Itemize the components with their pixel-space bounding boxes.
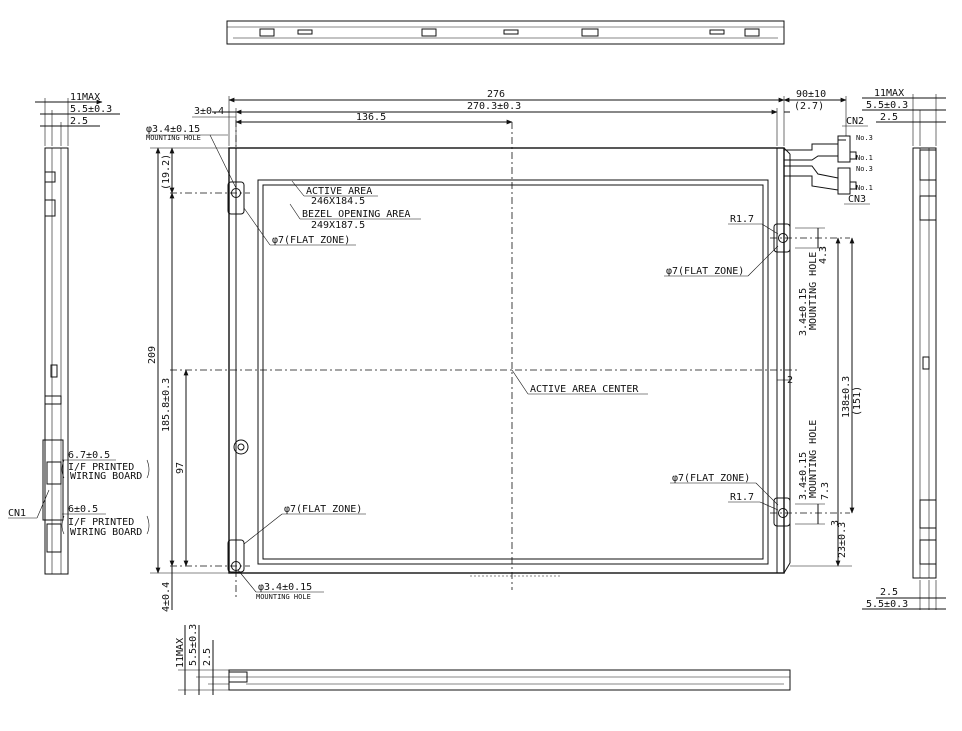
bezel-area-label: BEZEL OPENING AREA: [302, 209, 410, 220]
cn2-label: CN2: [846, 116, 864, 127]
dim-90-10: 90±10: [796, 89, 826, 100]
r-1-7-top: R1.7: [730, 214, 754, 225]
dim-2: 2: [787, 375, 793, 386]
right-hole-top-label: MOUNTING HOLE: [808, 252, 819, 330]
flat-zone-tr: φ7(FLAT ZONE): [666, 266, 744, 277]
hole-tl-label: MOUNTING HOLE: [146, 134, 201, 142]
dim-19-2: (19.2): [161, 154, 172, 190]
flat-zone-bl: φ7(FLAT ZONE): [284, 504, 362, 515]
dim-11max-left: 11MAX: [70, 92, 100, 103]
dim-5-5-bottom: 5.5±0.3: [188, 624, 199, 666]
dim-5-5-right: 5.5±0.3: [866, 100, 908, 111]
cn3-label: CN3: [848, 194, 866, 205]
flat-zone-br: φ7(FLAT ZONE): [672, 473, 750, 484]
dim-2-5-right-bottom: 2.5: [880, 587, 898, 598]
pwb2-label-a: I/F PRINTED: [68, 517, 134, 528]
dim-11max-right: 11MAX: [874, 88, 904, 99]
cn1-label: CN1: [8, 508, 26, 519]
right-hole-bottom-dia: 3.4±0.15: [798, 452, 809, 500]
left-side-view: 11MAX 5.5±0.3 2.5 6.7±0.5 I/F PRINTED WI…: [8, 92, 150, 575]
dim-97: 97: [175, 462, 186, 474]
pwb1-label-b: WIRING BOARD: [70, 471, 142, 482]
dim-138: 138±0.3: [841, 376, 852, 418]
cn3-pin-bottom: No.1: [856, 184, 873, 192]
dim-2-5-bottom: 2.5: [202, 648, 213, 666]
active-area-size: 246X184.5: [311, 196, 365, 207]
pwb2-dim: 6±0.5: [68, 504, 98, 515]
cn2-pin-bottom: No.1: [856, 154, 873, 162]
pwb1-dim: 6.7±0.5: [68, 450, 110, 461]
bezel-area-size: 249X187.5: [311, 220, 365, 231]
dim-11max-bottom: 11MAX: [175, 638, 186, 668]
top-edge-view: [226, 20, 785, 45]
hole-tl-dia: φ3.4±0.15: [146, 124, 200, 135]
dim-2-7: (2.7): [794, 101, 824, 112]
top-dimensions: 276 270.3±0.3 136.5 3±0.4 90±10 (2.7): [192, 89, 847, 146]
dim-3-0-4: 3±0.4: [194, 106, 224, 117]
dim-185-8: 185.8±0.3: [161, 378, 172, 432]
flat-zone-tl: φ7(FLAT ZONE): [272, 235, 350, 246]
front-view: [170, 120, 850, 600]
dim-151: (151): [852, 386, 863, 416]
cn3-pin-top: No.3: [856, 165, 873, 173]
active-center-label: ACTIVE AREA CENTER: [530, 384, 639, 395]
dim-136-5: 136.5: [356, 112, 386, 123]
dim-23: 23±0.3: [837, 522, 848, 558]
cn2-pin-top: No.3: [856, 134, 873, 142]
r-1-7-bottom: R1.7: [730, 492, 754, 503]
connector-cables: [784, 135, 857, 195]
front-labels: ACTIVE AREA 246X184.5 BEZEL OPENING AREA…: [146, 116, 873, 601]
bottom-side-view: 11MAX 5.5±0.3 2.5: [175, 624, 791, 695]
hole-bl-label: MOUNTING HOLE: [256, 593, 311, 601]
dim-276: 276: [487, 89, 505, 100]
pwb2-label-b: WIRING BOARD: [70, 527, 142, 538]
dim-209: 209: [147, 346, 158, 364]
right-hole-bottom-label: MOUNTING HOLE: [808, 420, 819, 498]
dim-2-5-left: 2.5: [70, 116, 88, 127]
right-hole-top-dia: 3.4±0.15: [798, 288, 809, 336]
right-side-view: 11MAX 5.5±0.3 2.5 2.5 5.5±0.3: [862, 88, 946, 610]
dim-5-5-right-bottom: 5.5±0.3: [866, 599, 908, 610]
dim-4-0-4: 4±0.4: [161, 582, 172, 612]
dim-5-5-left: 5.5±0.3: [70, 104, 112, 115]
dim-270-3: 270.3±0.3: [467, 101, 521, 112]
dim-3: 3: [830, 520, 841, 526]
active-area-label: ACTIVE AREA: [306, 186, 372, 197]
left-dimensions: 209 (19.2) 185.8±0.3 97 4±0.4: [147, 147, 229, 612]
dim-7-3: 7.3: [820, 482, 831, 500]
hole-bl-dia: φ3.4±0.15: [258, 582, 312, 593]
dim-4-3: 4.3: [818, 246, 829, 264]
right-dimensions: 138±0.3 (151) 23±0.3 4.3 7.3 3 2 3.4±0.1…: [777, 227, 863, 567]
dim-2-5-right: 2.5: [880, 112, 898, 123]
pwb1-label-a: I/F PRINTED: [68, 462, 134, 473]
